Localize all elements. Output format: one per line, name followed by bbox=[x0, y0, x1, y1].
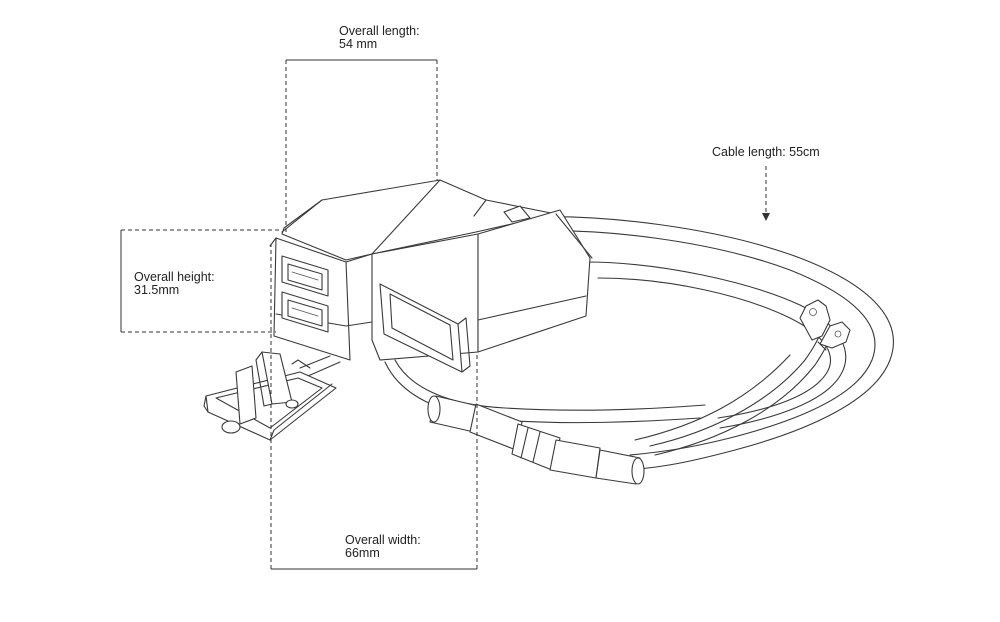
cable-connector bbox=[427, 395, 645, 485]
cable-length-text: Cable length: 55cm bbox=[712, 145, 820, 159]
ring-terminals bbox=[799, 299, 851, 351]
overall-length-title: Overall length: bbox=[339, 24, 420, 38]
overall-width-value: 66mm bbox=[345, 546, 380, 560]
usb-ports bbox=[281, 255, 329, 333]
arrow-down-icon bbox=[762, 213, 770, 221]
cable-length-label: Cable length: 55cm bbox=[712, 146, 820, 159]
overall-height-title: Overall height: bbox=[134, 270, 215, 284]
overall-length-value: 54 mm bbox=[339, 37, 378, 51]
dimension-overall-height bbox=[120, 229, 282, 333]
terminal-wires bbox=[634, 327, 833, 456]
port-frame bbox=[379, 283, 471, 373]
dimension-cable-length bbox=[762, 166, 770, 221]
overall-height-value: 31.5mm bbox=[134, 283, 180, 297]
dimension-overall-length bbox=[285, 59, 438, 232]
housing-cable-exit bbox=[299, 355, 341, 377]
overall-width-title: Overall width: bbox=[345, 533, 421, 547]
overall-height-label: Overall height: 31.5mm bbox=[134, 271, 215, 297]
overall-width-label: Overall width: 66mm bbox=[345, 534, 421, 560]
overall-length-label: Overall length: 54 mm bbox=[339, 25, 420, 51]
dimension-overall-width bbox=[270, 244, 478, 570]
dust-cap bbox=[203, 351, 337, 441]
